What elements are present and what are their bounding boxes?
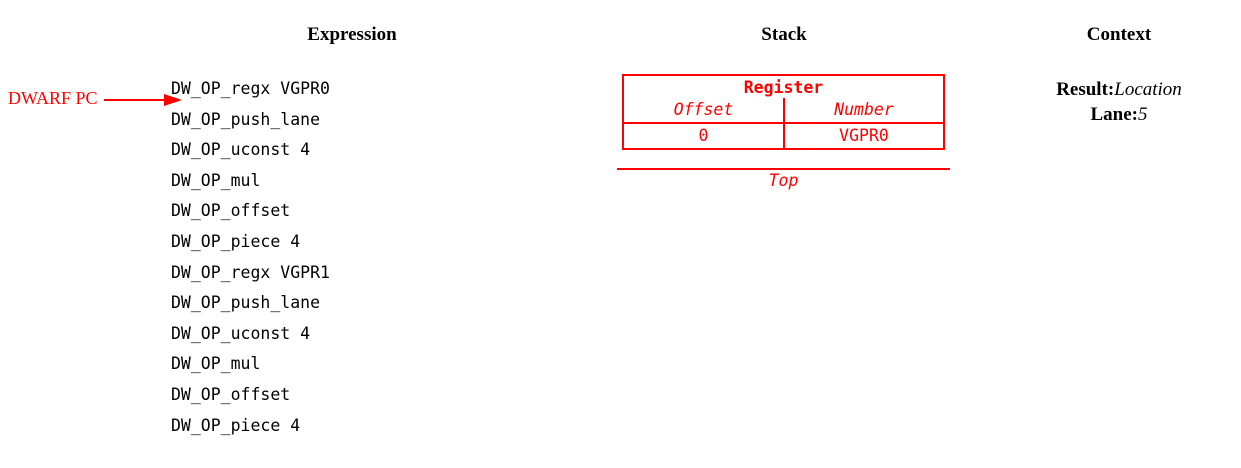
context-entry-result: Result:Location <box>1019 77 1219 102</box>
arrow-right-icon <box>104 94 182 106</box>
expression-line: DW_OP_push_lane <box>171 109 321 129</box>
stack-column-header-number: Number <box>783 98 943 122</box>
context-key-lane: Lane: <box>1090 104 1139 125</box>
column-header-expression: Expression <box>307 24 397 45</box>
column-header-stack: Stack <box>761 24 807 45</box>
dwarf-pc-annotation: DWARF PC <box>8 88 182 114</box>
expression-line: DW_OP_regx VGPR1 <box>171 262 330 282</box>
expression-line: DW_OP_regx VGPR0 <box>171 79 330 98</box>
expression-line: DW_OP_offset <box>171 201 291 221</box>
stack-top-divider <box>617 168 950 170</box>
expression-line: DW_OP_piece 4 <box>171 231 301 251</box>
context-key-result: Result: <box>1056 79 1115 100</box>
expression-line: DW_OP_uconst 4 <box>171 323 311 343</box>
stack-top-label: Top <box>768 171 799 190</box>
column-header-context: Context <box>1086 24 1152 45</box>
dwarf-pc-label: DWARF PC <box>8 88 98 108</box>
context-block: Result:Location Lane:5 <box>1019 77 1219 127</box>
expression-line: DW_OP_uconst 4 <box>171 140 311 160</box>
stack-entry-type-row: Register <box>624 76 943 98</box>
stack-column-header-offset: Offset <box>673 100 734 119</box>
stack-column-header-row: Offset Number <box>624 98 943 124</box>
context-entry-lane: Lane:5 <box>1019 102 1219 127</box>
expression-list: DW_OP_regx VGPR0 DW_OP_push_lane DW_OP_u… <box>171 74 501 441</box>
expression-line: DW_OP_piece 4 <box>171 415 301 435</box>
stack-cell-number: VGPR0 <box>783 124 943 148</box>
expression-line: DW_OP_push_lane <box>171 293 321 313</box>
expression-line: DW_OP_offset <box>171 384 291 404</box>
stack-cell-offset: 0 <box>698 126 709 145</box>
expression-line: DW_OP_mul <box>171 170 261 190</box>
stack-row: 0 VGPR0 <box>624 124 943 148</box>
context-value-lane: 5 <box>1138 104 1148 125</box>
stack-entry-type-label: Register <box>743 78 824 97</box>
context-value-result: Location <box>1114 79 1182 100</box>
stack-table: Register Offset Number 0 VGPR0 <box>622 74 945 150</box>
expression-line: DW_OP_mul <box>171 354 261 374</box>
